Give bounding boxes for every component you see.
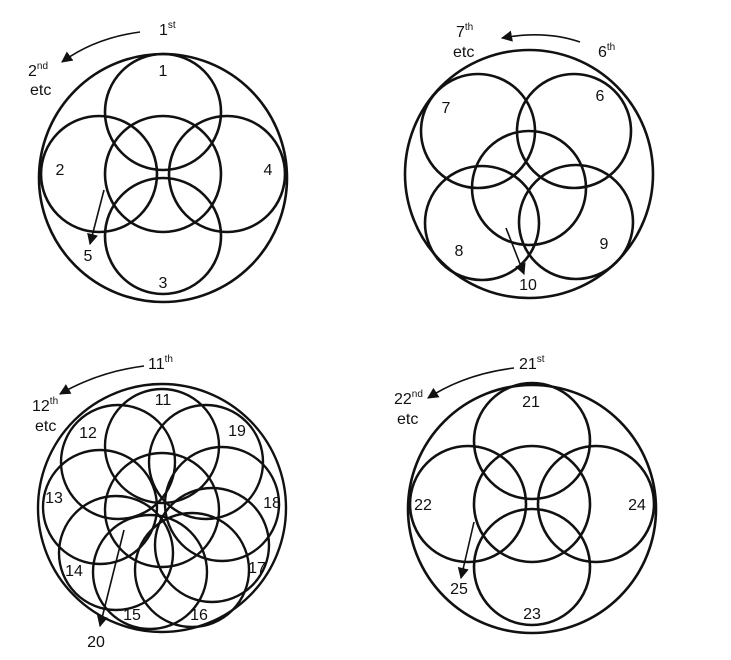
ring-label-18: 18 — [263, 495, 281, 512]
panel-c — [36, 365, 288, 634]
order-label-twelfth: 12th — [32, 396, 58, 415]
ring-2 — [39, 114, 159, 234]
ring-label-14: 14 — [65, 563, 83, 580]
order-arrow-curve — [61, 31, 141, 63]
ring-3 — [103, 176, 223, 296]
panel-b-labels: 6 7 8 9 10 6th 7th etc — [442, 22, 616, 294]
order-label-etc: etc — [397, 411, 418, 428]
ring-4 — [167, 114, 287, 234]
ring-label-22: 22 — [414, 497, 432, 514]
order-label-seventh: 7th — [456, 22, 473, 41]
ring-9 — [517, 163, 635, 281]
ring-label-13: 13 — [45, 490, 63, 507]
ring-label-9: 9 — [600, 236, 609, 253]
ring-19 — [147, 403, 265, 521]
ring-label-10: 10 — [519, 277, 537, 294]
ring-label-1: 1 — [159, 63, 168, 80]
order-label-second: 2nd — [28, 61, 48, 80]
outer-boundary — [406, 383, 658, 635]
panel-c-labels: 11 12 13 14 15 16 17 18 19 20 11th 12th … — [32, 354, 281, 651]
ring-label-17: 17 — [248, 560, 266, 577]
ring-12 — [59, 403, 177, 521]
ring-21 — [472, 381, 592, 501]
ring-label-16: 16 — [190, 607, 208, 624]
ring-10 — [470, 129, 588, 247]
ring-5 — [103, 114, 223, 234]
order-label-twentyfirst: 21st — [519, 354, 545, 373]
order-label-eleventh: 11th — [148, 354, 173, 373]
ring-label-19: 19 — [228, 423, 246, 440]
ring-15 — [91, 513, 209, 631]
ring-24 — [536, 444, 656, 564]
ring-label-11: 11 — [155, 392, 172, 409]
ring-8 — [423, 164, 541, 282]
ring-label-3: 3 — [159, 275, 168, 292]
ring-label-2: 2 — [56, 162, 65, 179]
ring-14 — [57, 494, 175, 612]
panel-d-labels: 21 22 23 24 25 21st 22nd etc — [394, 354, 646, 623]
ring-10-pointer-arrow — [505, 227, 526, 276]
order-arrow-curve — [500, 30, 581, 43]
ring-1 — [103, 52, 223, 172]
ring-25-pointer-arrow — [457, 521, 475, 580]
ring-5-pointer-arrow — [87, 189, 105, 246]
ring-23 — [472, 507, 592, 627]
ring-label-23: 23 — [523, 606, 541, 623]
ring-label-25: 25 — [450, 581, 468, 598]
ring-label-12: 12 — [79, 425, 97, 442]
ring-label-21: 21 — [522, 394, 540, 411]
ring-16 — [133, 511, 251, 629]
panel-a — [37, 31, 289, 304]
ring-18 — [163, 445, 281, 563]
ring-label-24: 24 — [628, 497, 646, 514]
ring-label-7: 7 — [442, 100, 451, 117]
order-label-etc: etc — [453, 44, 474, 61]
ring-label-8: 8 — [455, 243, 464, 260]
ring-25 — [472, 444, 592, 564]
order-label-sixth: 6th — [598, 42, 615, 61]
ring-label-5: 5 — [84, 248, 93, 265]
ring-20 — [103, 451, 221, 569]
order-label-twentysecond: 22nd — [394, 389, 423, 408]
panel-d — [406, 367, 658, 635]
order-label-etc: etc — [30, 82, 51, 99]
outer-boundary — [36, 382, 288, 634]
order-arrow-curve — [59, 365, 145, 395]
ring-label-4: 4 — [264, 162, 273, 179]
order-label-first: 1st — [159, 20, 176, 39]
order-arrow-curve — [427, 367, 515, 399]
panel-a-labels: 1 2 3 4 5 1st 2nd etc — [28, 20, 273, 292]
ring-label-20: 20 — [87, 634, 105, 651]
ring-label-15: 15 — [123, 607, 141, 624]
ring-13 — [41, 448, 159, 566]
ring-label-6: 6 — [596, 88, 605, 105]
panel-b — [403, 30, 655, 300]
order-label-etc: etc — [35, 418, 56, 435]
ring-22 — [408, 444, 528, 564]
ring-17 — [153, 486, 271, 604]
outer-boundary — [403, 48, 655, 300]
ring-20-pointer-arrow — [97, 529, 125, 628]
